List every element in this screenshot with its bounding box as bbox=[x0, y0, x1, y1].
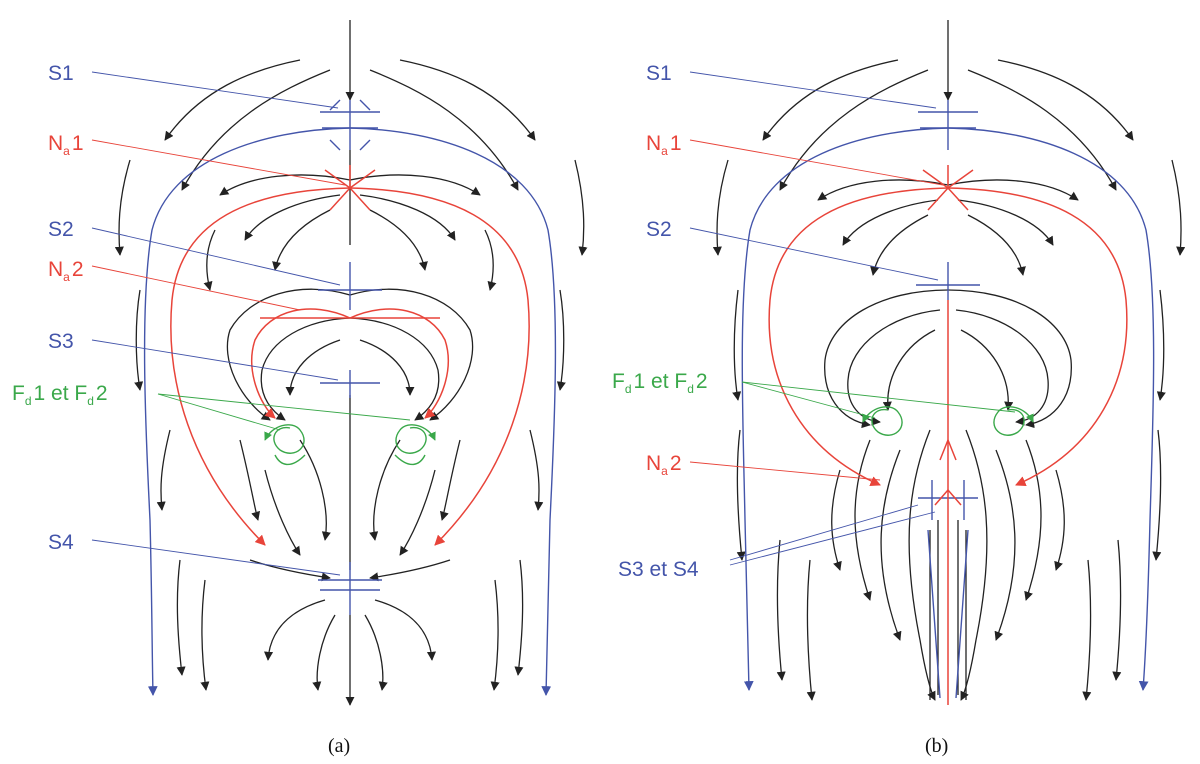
label-s2-a: S2 bbox=[48, 218, 74, 241]
panel-b-node-lines bbox=[769, 165, 1127, 705]
label-na2-b: Na2 bbox=[646, 452, 682, 478]
label-s3s4-b: S3 et S4 bbox=[618, 558, 699, 581]
label-fd-b-num2: 2 bbox=[696, 370, 708, 393]
caption-b: (b) bbox=[925, 735, 948, 757]
label-na1-a: Na1 bbox=[48, 132, 84, 158]
label-na1-b-sub: a bbox=[661, 144, 668, 158]
panel-a: S1 Na1 S2 Na2 S3 Fd1 et Fd2 S4 (a) bbox=[12, 20, 584, 757]
label-fd-a-num2: 2 bbox=[96, 382, 108, 405]
label-s1-b: S1 bbox=[646, 62, 672, 85]
label-na1-a-sub: a bbox=[63, 144, 70, 158]
label-na2-a-main: N bbox=[48, 258, 63, 281]
label-na2-a: Na2 bbox=[48, 258, 84, 284]
label-fd-b: Fd1 et Fd2 bbox=[612, 370, 708, 396]
label-na2-a-sub: a bbox=[63, 270, 70, 284]
label-na2-a-num: 2 bbox=[72, 258, 84, 281]
label-na1-a-num: 1 bbox=[72, 132, 84, 155]
label-na2-b-num: 2 bbox=[670, 452, 682, 475]
panel-b-leaders bbox=[690, 72, 1015, 565]
label-fd-a: Fd1 et Fd2 bbox=[12, 382, 108, 408]
label-s3-a: S3 bbox=[48, 330, 74, 353]
label-na2-b-sub: a bbox=[661, 464, 668, 478]
label-fd-b-f1: F bbox=[612, 370, 625, 393]
label-fd-a-sub1: d bbox=[25, 394, 32, 408]
label-fd-b-sub2: d bbox=[687, 382, 694, 396]
label-na1-b: Na1 bbox=[646, 132, 682, 158]
label-s4-a: S4 bbox=[48, 531, 74, 554]
label-s2-b: S2 bbox=[646, 218, 672, 241]
panel-b-streamlines bbox=[717, 20, 1181, 700]
panel-a-streamlines bbox=[119, 20, 584, 705]
label-fd-b-mid: 1 et F bbox=[634, 370, 688, 393]
label-s1-a: S1 bbox=[48, 62, 74, 85]
label-na1-b-main: N bbox=[646, 132, 661, 155]
panel-b-labels: S1 Na1 S2 Fd1 et Fd2 Na2 S3 et S4 bbox=[612, 62, 708, 581]
label-fd-a-mid: 1 et F bbox=[34, 382, 88, 405]
label-fd-a-f1: F bbox=[12, 382, 25, 405]
label-na1-b-num: 1 bbox=[670, 132, 682, 155]
label-na1-a-main: N bbox=[48, 132, 63, 155]
panel-b: S1 Na1 S2 Fd1 et Fd2 Na2 S3 et S4 (b) bbox=[612, 20, 1181, 757]
label-fd-a-sub2: d bbox=[87, 394, 94, 408]
panel-a-labels: S1 Na1 S2 Na2 S3 Fd1 et Fd2 S4 bbox=[12, 62, 108, 554]
label-na2-b-main: N bbox=[646, 452, 661, 475]
caption-a: (a) bbox=[328, 735, 350, 757]
label-fd-b-sub1: d bbox=[625, 382, 632, 396]
